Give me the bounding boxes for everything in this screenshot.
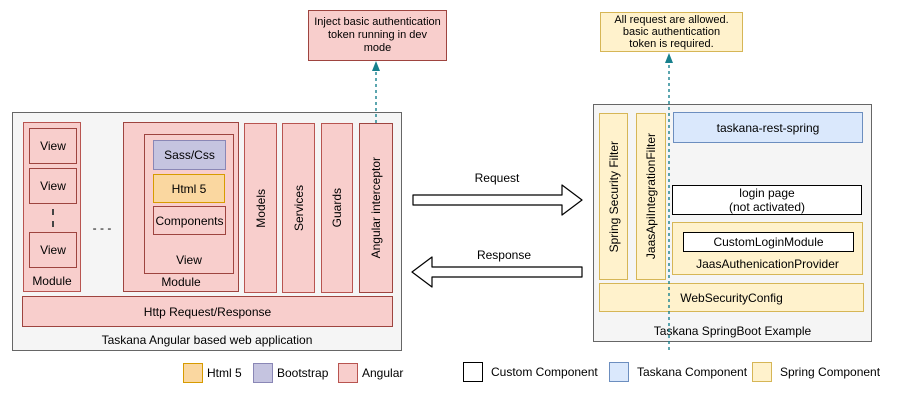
legend-label: Html 5: [207, 365, 242, 380]
models-bar-label: Models: [253, 188, 268, 228]
jaas-api-integration-filter-label: JaasApiIntegrationFilter: [644, 133, 658, 260]
note-inject-token: Inject basic authentication token runnin…: [308, 10, 447, 61]
legend-label: Spring Component: [780, 364, 881, 379]
springboot-title: Taskana SpringBoot Example: [653, 323, 812, 338]
legend-item-bootstrap: Bootstrap: [253, 362, 328, 383]
web-security-config-box: WebSecurityConfig: [599, 283, 864, 312]
legend-item-spring: Spring Component: [752, 361, 880, 382]
interceptor-note-arrowhead: [372, 61, 380, 71]
angular-app-title: Taskana Angular based web application: [101, 332, 313, 347]
guards-bar: Guards: [321, 123, 353, 293]
spring-security-filter-label: Spring Security Filter: [606, 140, 621, 253]
legend-label: Angular: [362, 365, 404, 380]
sass-css-box: Sass/Css: [153, 140, 226, 170]
services-bar: Services: [282, 123, 315, 293]
module-label: Module: [32, 273, 72, 288]
jaas-authentication-provider-label: JaasAuthenicationProvider: [696, 256, 839, 271]
modules-ellipsis: - - -: [92, 221, 112, 235]
note-line: basic authentication: [622, 26, 721, 38]
angular-interceptor-label: Angular interceptor: [369, 157, 383, 259]
angular-interceptor-bar: Angular interceptor: [359, 123, 393, 293]
html5-box: Html 5: [153, 174, 225, 203]
view-box: View: [29, 168, 77, 204]
login-page-line: login page: [739, 186, 795, 200]
legend-swatch-custom: [463, 361, 483, 382]
view-label: View: [176, 252, 202, 267]
note-line: token is required.: [629, 38, 714, 50]
taskana-rest-spring-box: taskana-rest-spring: [673, 112, 863, 143]
components-box: Components: [153, 206, 226, 235]
jaas-authentication-provider-box: CustomLoginModule JaasAuthenicationProvi…: [672, 222, 863, 275]
legend-item-taskana: Taskana Component: [609, 361, 747, 382]
spring-security-filter-bar: Spring Security Filter: [599, 113, 628, 280]
note-line: Inject basic authentication: [314, 16, 441, 28]
legend-label: Custom Component: [491, 364, 598, 379]
legend-item-custom: Custom Component: [463, 361, 598, 382]
login-page-line: (not activated): [728, 200, 806, 214]
custom-login-module-box: CustomLoginModule: [683, 232, 854, 252]
jaas-api-integration-filter-bar: JaasApiIntegrationFilter: [636, 113, 666, 280]
response-label: Response: [476, 247, 532, 262]
view-box: View: [29, 128, 77, 164]
note-line: All request are allowed.: [614, 14, 729, 26]
module-box-2: Sass/Css Html 5 Components View Module: [123, 122, 239, 292]
view-container: Sass/Css Html 5 Components View: [144, 134, 234, 274]
vertical-ellipsis: [52, 209, 54, 227]
services-bar-label: Services: [291, 184, 306, 231]
legend-swatch-bootstrap: [253, 362, 273, 383]
legend-label: Taskana Component: [637, 364, 748, 379]
note-all-requests: All request are allowed. basic authentic…: [600, 12, 743, 52]
guards-bar-label: Guards: [330, 188, 344, 228]
note-line: mode: [363, 42, 392, 54]
legend-swatch-spring: [752, 361, 772, 382]
module-box-1: View View View Module: [23, 122, 81, 292]
request-arrow: [412, 184, 583, 216]
legend-item-html5: Html 5: [183, 362, 242, 383]
note-line: token running in dev: [327, 29, 428, 41]
legend-swatch-angular: [338, 362, 358, 383]
request-label: Request: [474, 170, 520, 185]
models-bar: Models: [244, 123, 277, 293]
module-label: Module: [161, 274, 201, 289]
legend-item-angular: Angular: [338, 362, 403, 383]
legend-swatch-html5: [183, 362, 203, 383]
login-page-box: login page (not activated): [672, 185, 862, 215]
view-box: View: [29, 232, 77, 268]
http-request-response-bar: Http Request/Response: [22, 296, 393, 327]
legend-label: Bootstrap: [277, 365, 329, 380]
springboot-note-arrowhead: [665, 53, 673, 63]
legend-swatch-taskana: [609, 361, 629, 382]
